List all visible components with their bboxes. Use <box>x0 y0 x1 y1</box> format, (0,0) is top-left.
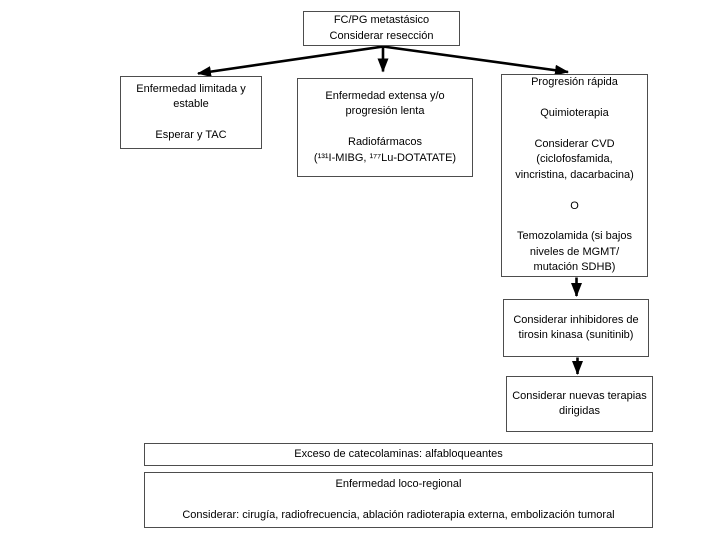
node-new-targeted-therapies: Considerar nuevas terapias dirigidas <box>506 376 653 432</box>
node-root: FC/PG metastásico Considerar resección <box>303 11 460 46</box>
arrow-root-to-limited <box>197 45 384 78</box>
node-rapid-progression: Progresión rápida Quimioterapia Consider… <box>501 74 648 277</box>
node-catecholamine-excess: Exceso de catecolaminas: alfabloqueantes <box>144 443 653 466</box>
node-locoregional-disease: Enfermedad loco-regional Considerar: cir… <box>144 472 653 528</box>
arrow-root-to-rapid <box>382 45 569 76</box>
node-tyrosine-kinase-inhibitors: Considerar inhibidores de tirosin kinasa… <box>503 299 649 357</box>
node-extensive-disease: Enfermedad extensa y/o progresión lenta … <box>297 78 473 177</box>
node-limited-disease: Enfermedad limitada y estable Esperar y … <box>120 76 262 149</box>
